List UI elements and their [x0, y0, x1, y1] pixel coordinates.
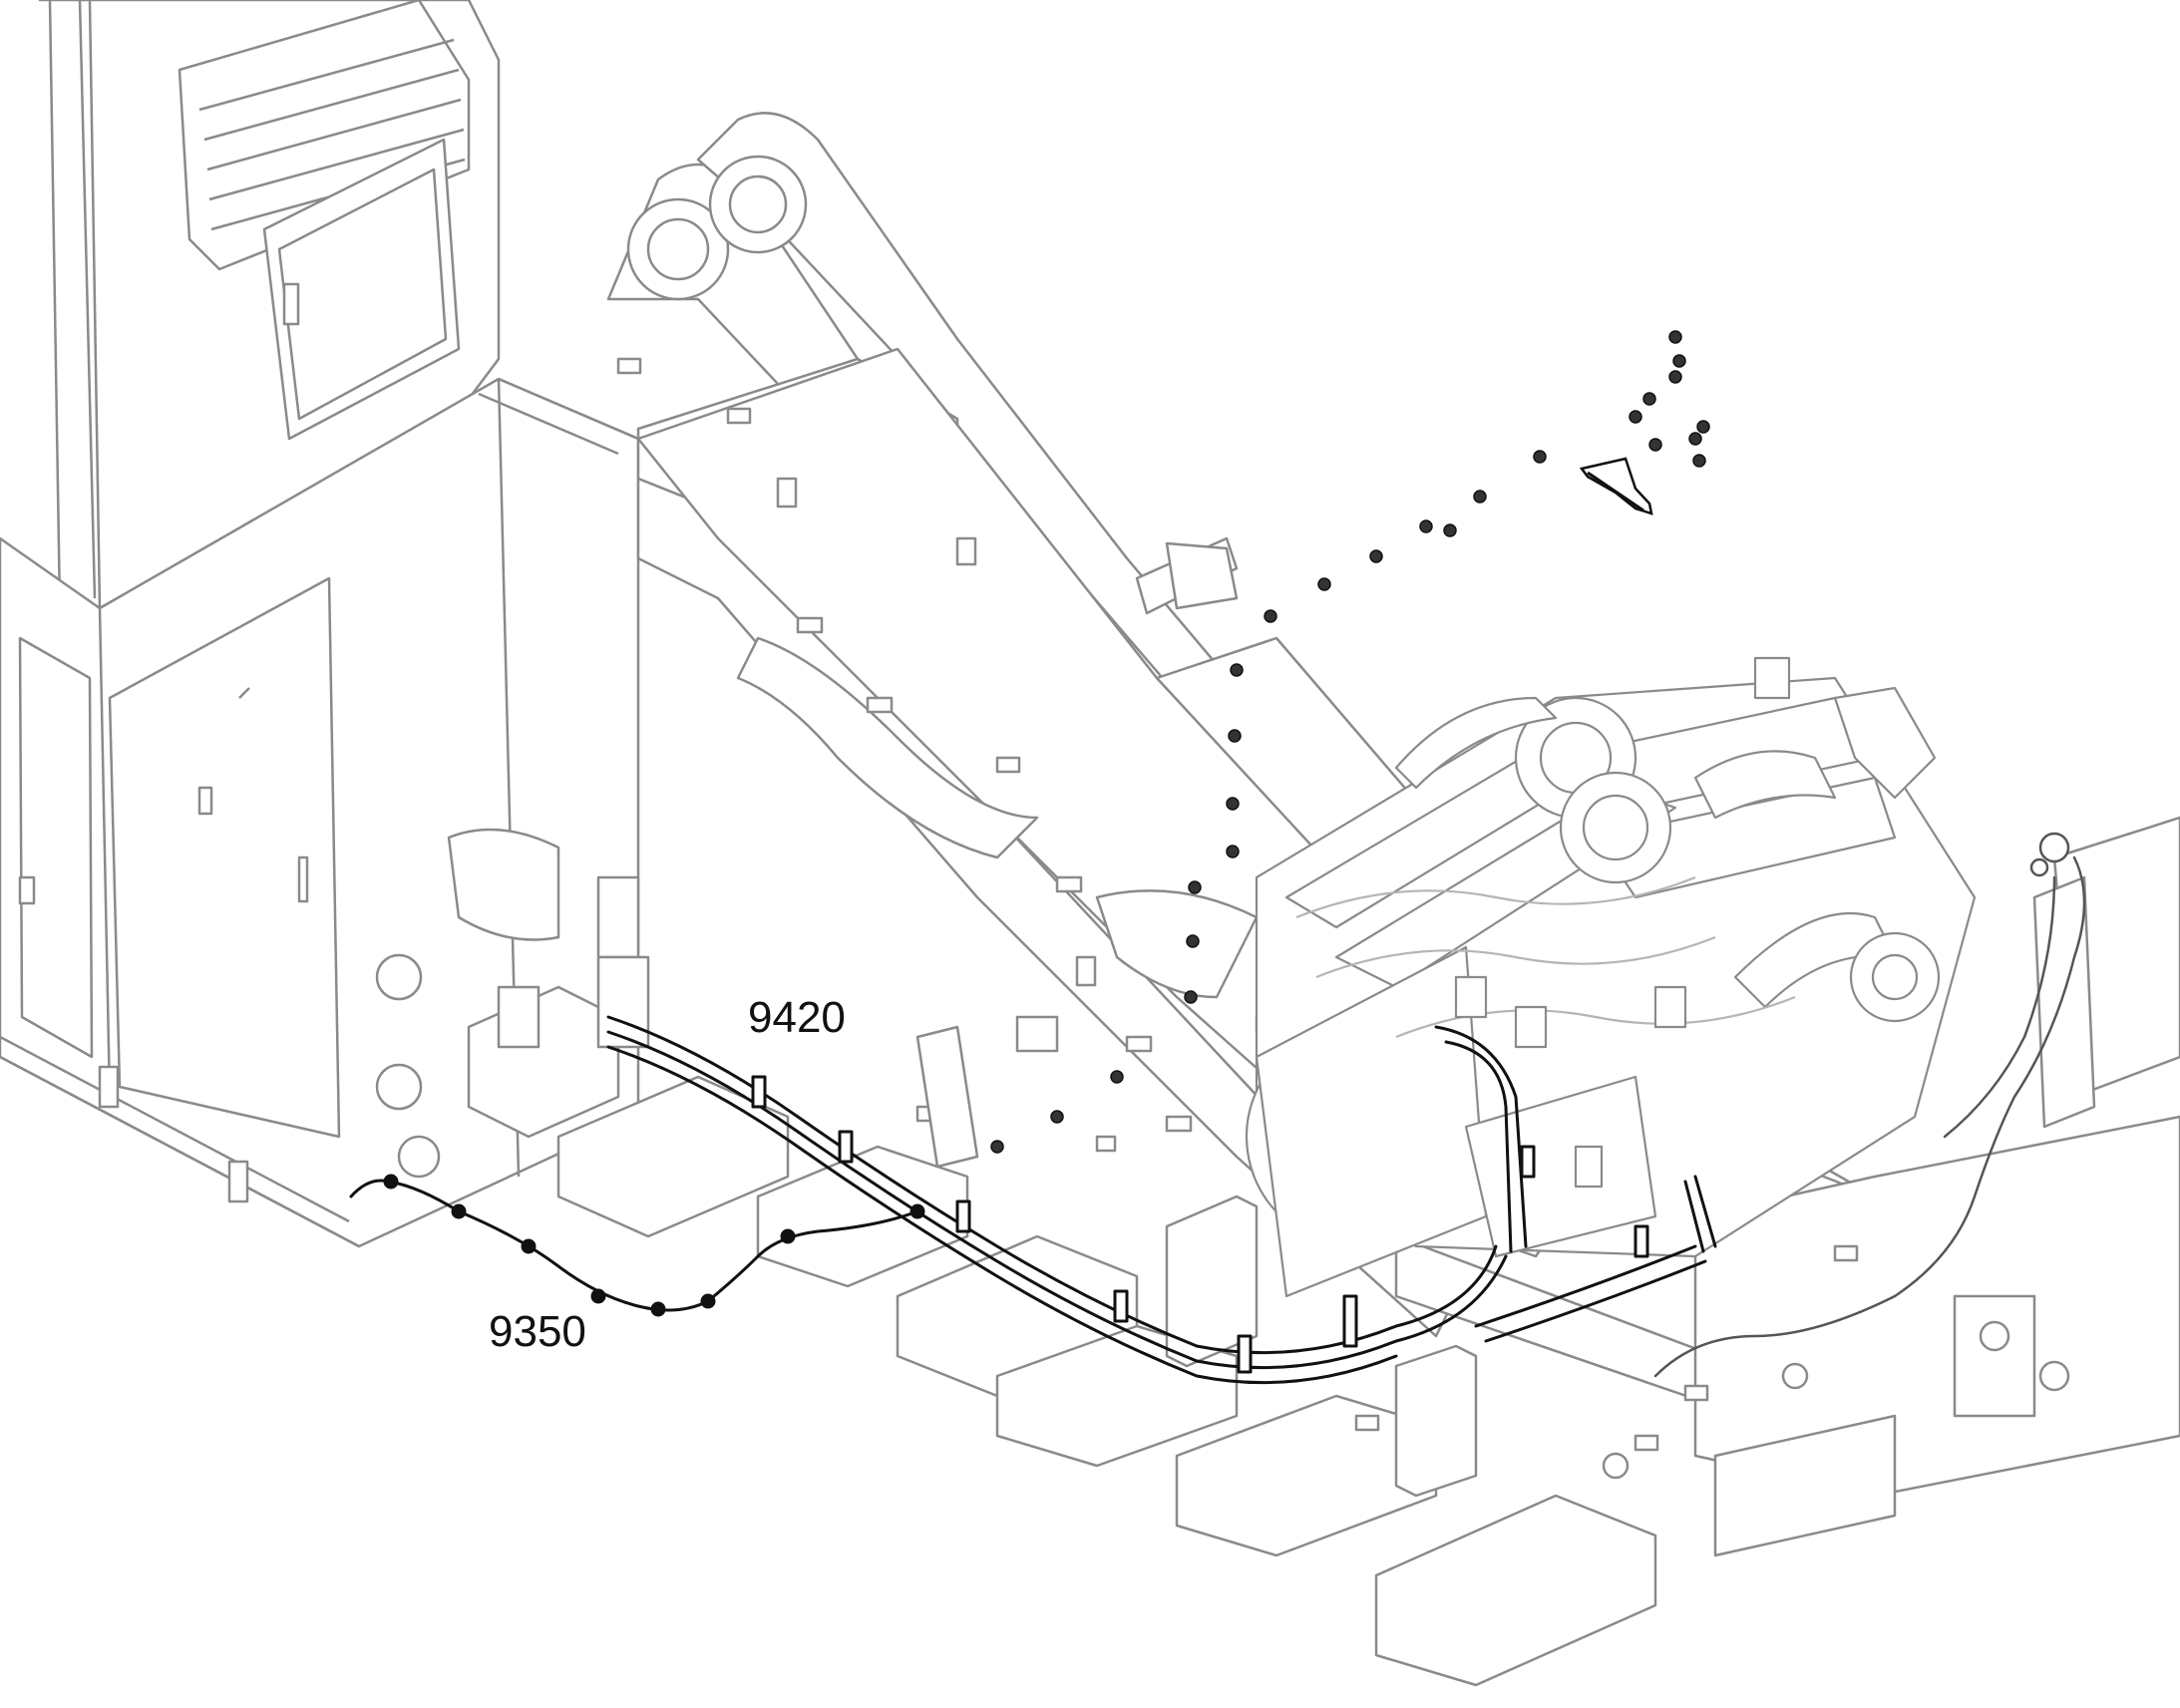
frame-mounting-pads — [616, 357, 1859, 1452]
rear-wiring-harness — [1653, 832, 2086, 1378]
callout-9420: 9420 — [748, 993, 846, 1042]
callout-labels: 9420 9350 — [489, 993, 846, 1356]
main-wiring-harness-conduit — [606, 1015, 1717, 1385]
callout-9350: 9350 — [489, 1307, 586, 1356]
sensor-cable-with-clips — [349, 1174, 925, 1317]
exploded-fasteners — [990, 330, 1710, 1154]
engine-assembly — [1245, 656, 1977, 1298]
access-door — [262, 138, 461, 441]
